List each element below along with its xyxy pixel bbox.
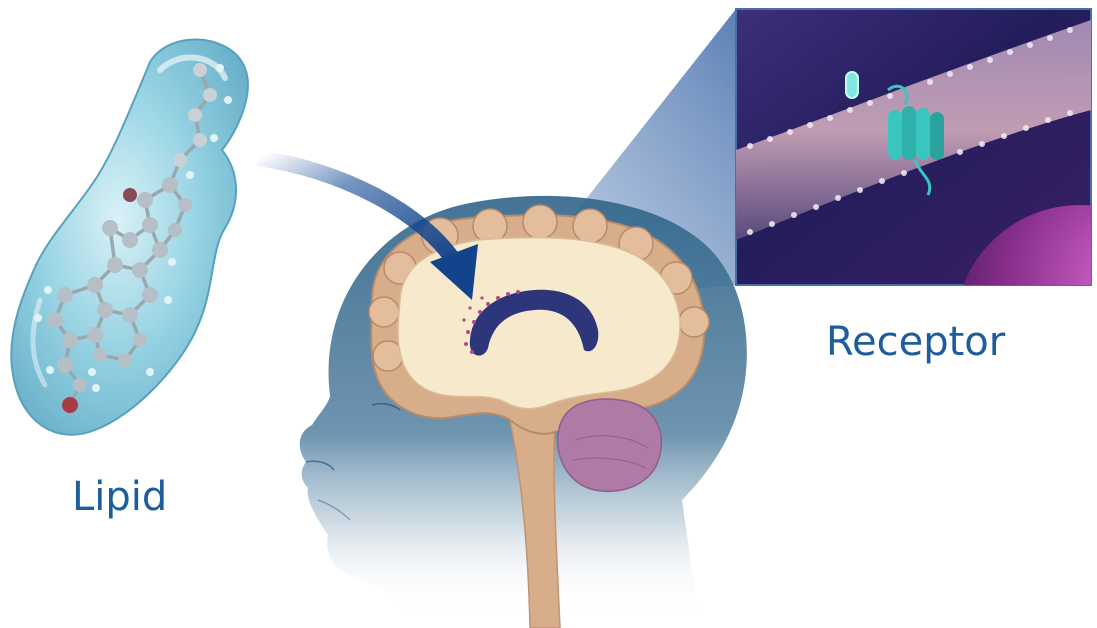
receptor-inset [736, 9, 1097, 455]
cerebellum [558, 399, 662, 491]
ligand-molecule [846, 72, 858, 98]
lipid-molecule [11, 39, 248, 434]
receptor-label: Receptor [826, 319, 1006, 365]
lipid-label: Lipid [72, 474, 167, 520]
